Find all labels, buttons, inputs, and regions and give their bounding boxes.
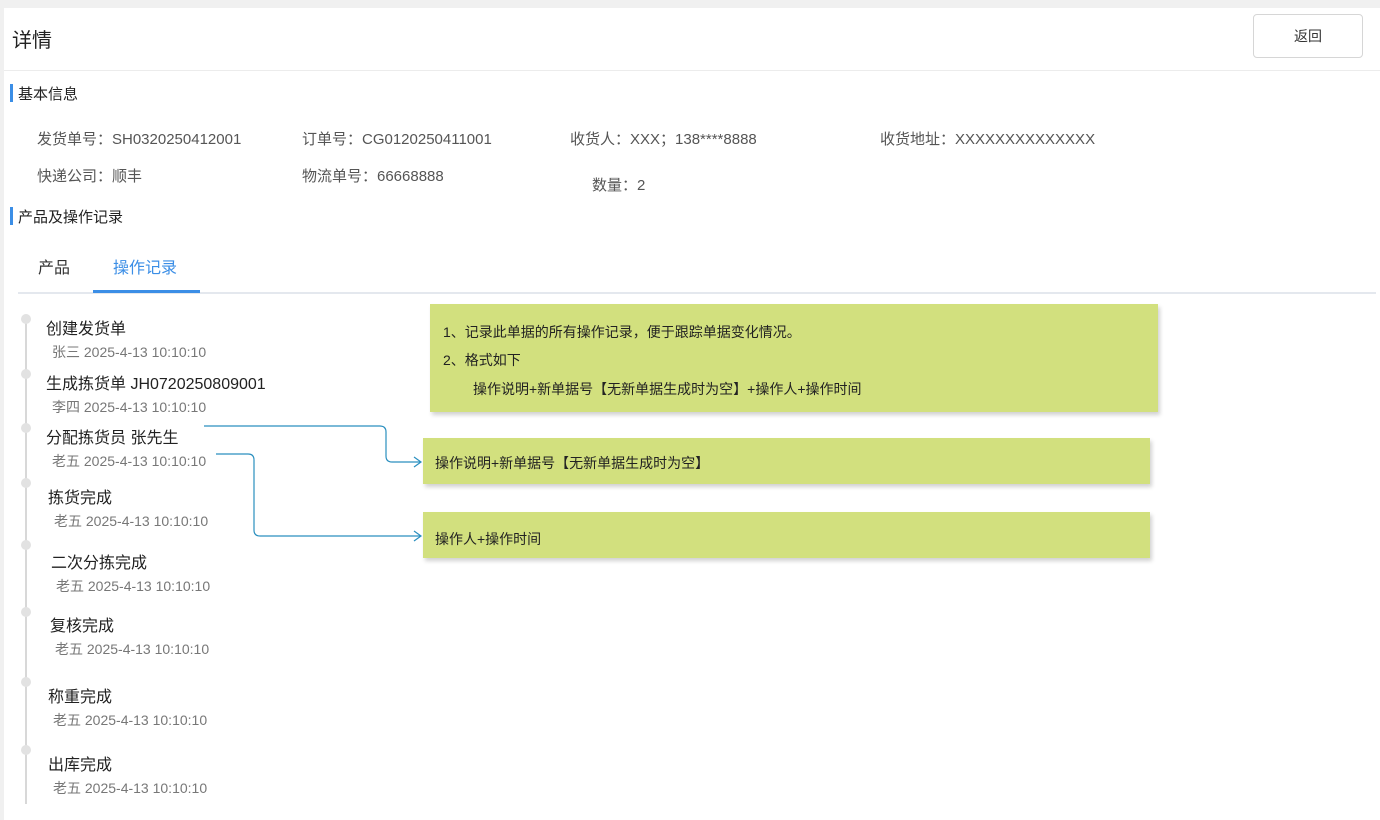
timeline-item-meta: 张三 2025-4-13 10:10:10 bbox=[52, 344, 207, 360]
arrow-right-icon bbox=[413, 530, 423, 542]
timeline-item-title: 拣货完成 bbox=[48, 490, 113, 507]
tab-products[interactable]: 产品 bbox=[38, 260, 71, 277]
timeline-dot bbox=[21, 745, 31, 755]
timeline-item-meta: 李四 2025-4-13 10:10:10 bbox=[52, 399, 207, 415]
timeline-item-meta: 老五 2025-4-13 10:10:10 bbox=[53, 780, 208, 796]
timeline-dot bbox=[21, 540, 31, 550]
timeline-item-title: 出库完成 bbox=[48, 757, 113, 774]
annotation-note-line: 1、记录此单据的所有操作记录，便于跟踪单据变化情况。 bbox=[443, 324, 801, 340]
annotation-note-title-format: 操作说明+新单据号【无新单据生成时为空】 bbox=[423, 438, 1150, 484]
timeline-item-meta: 老五 2025-4-13 10:10:10 bbox=[52, 453, 207, 469]
info-address: 收货地址：XXXXXXXXXXXXXX bbox=[880, 131, 1096, 148]
connector-line bbox=[204, 425, 420, 463]
back-button[interactable]: 返回 bbox=[1253, 14, 1363, 58]
timeline-dot bbox=[21, 423, 31, 433]
section-title-basic-info: 基本信息 bbox=[10, 84, 78, 104]
annotation-note-main: 1、记录此单据的所有操作记录，便于跟踪单据变化情况。 2、格式如下 操作说明+新… bbox=[430, 304, 1158, 412]
tab-operation-records[interactable]: 操作记录 bbox=[113, 260, 178, 277]
annotation-note-meta-format: 操作人+操作时间 bbox=[423, 512, 1150, 558]
annotation-note-line: 2、格式如下 bbox=[443, 352, 521, 368]
detail-page: 详情 返回 基本信息 发货单号：SH0320250412001 订单号：CG01… bbox=[4, 8, 1380, 820]
section-title-products: 产品及操作记录 bbox=[10, 207, 123, 227]
page-title: 详情 bbox=[12, 30, 52, 52]
active-tab-indicator bbox=[93, 290, 200, 293]
timeline-item-meta: 老五 2025-4-13 10:10:10 bbox=[55, 641, 210, 657]
connector-line bbox=[216, 453, 420, 537]
timeline-dot bbox=[21, 369, 31, 379]
info-courier: 快递公司：顺丰 bbox=[37, 168, 143, 185]
timeline-dot bbox=[21, 677, 31, 687]
timeline-item-meta: 老五 2025-4-13 10:10:10 bbox=[53, 712, 208, 728]
info-shipment-no: 发货单号：SH0320250412001 bbox=[37, 131, 242, 148]
timeline-item-title: 称重完成 bbox=[48, 689, 113, 706]
annotation-note-line: 操作说明+新单据号【无新单据生成时为空】+操作人+操作时间 bbox=[473, 381, 862, 397]
info-quantity: 数量：2 bbox=[592, 177, 646, 194]
record-tabs: 产品 操作记录 bbox=[18, 246, 1376, 294]
annotation-note-line: 操作说明+新单据号【无新单据生成时为空】 bbox=[435, 455, 710, 471]
timeline-item-title: 分配拣货员 张先生 bbox=[46, 430, 179, 447]
timeline-axis bbox=[25, 320, 27, 804]
timeline-dot bbox=[21, 478, 31, 488]
arrow-right-icon bbox=[413, 456, 423, 468]
timeline-dot bbox=[21, 314, 31, 324]
timeline-item-meta: 老五 2025-4-13 10:10:10 bbox=[56, 578, 211, 594]
page-header: 详情 返回 bbox=[4, 8, 1380, 71]
timeline-item-title: 复核完成 bbox=[50, 618, 115, 635]
info-tracking-no: 物流单号：66668888 bbox=[302, 168, 444, 185]
info-consignee: 收货人：XXX；138****8888 bbox=[570, 131, 757, 148]
timeline-dot bbox=[21, 607, 31, 617]
info-order-no: 订单号：CG0120250411001 bbox=[302, 131, 492, 148]
timeline-item-meta: 老五 2025-4-13 10:10:10 bbox=[54, 513, 209, 529]
timeline-item-title: 生成拣货单 JH0720250809001 bbox=[46, 376, 266, 393]
timeline-item-title: 二次分拣完成 bbox=[51, 555, 148, 572]
timeline-item-title: 创建发货单 bbox=[46, 321, 127, 338]
annotation-note-line: 操作人+操作时间 bbox=[435, 531, 542, 547]
